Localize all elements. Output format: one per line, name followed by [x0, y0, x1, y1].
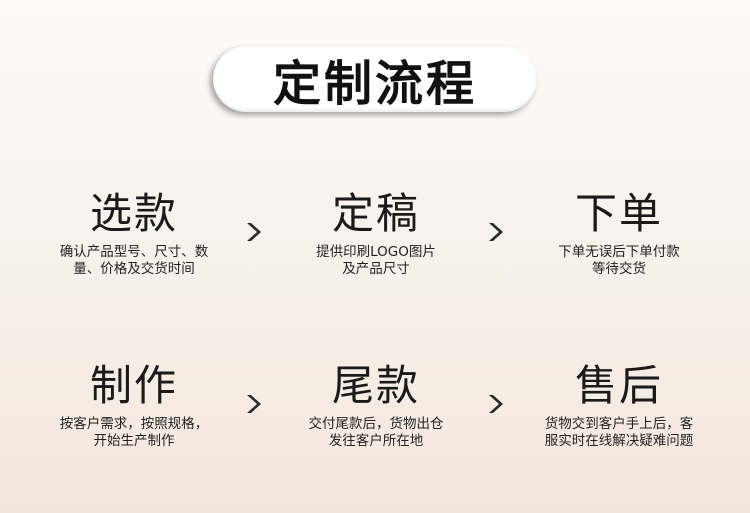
step-description-line: 下单无误后下单付款 [558, 244, 680, 260]
step-title: 下单 [574, 189, 663, 238]
step-description-line: 按客户需求，按照规格， [59, 416, 209, 432]
step-title: 制作 [89, 361, 178, 410]
title-banner: 定制流程 [213, 46, 537, 112]
step-place-order: 下单 下单无误后下单付款 等待交货 [514, 188, 724, 278]
step-title: 定稿 [331, 189, 420, 238]
step-description: 按客户需求，按照规格， 开始生产制作 [29, 416, 239, 450]
step-title: 尾款 [331, 361, 420, 410]
step-description: 下单无误后下单付款 等待交货 [514, 244, 724, 278]
step-production: 制作 按客户需求，按照规格， 开始生产制作 [29, 360, 239, 450]
step-final-payment: 尾款 交付尾款后，货物出仓 发往客户所在地 [271, 360, 481, 450]
step-description-line: 及产品尺寸 [342, 261, 410, 277]
step-description: 货物交到客户手上后，客 服实时在线解决疑难问题 [514, 416, 724, 450]
step-description: 提供印刷LOGO图片 及产品尺寸 [271, 244, 481, 278]
step-after-sales: 售后 货物交到客户手上后，客 服实时在线解决疑难问题 [514, 360, 724, 450]
step-description-line: 等待交货 [592, 261, 646, 277]
chevron-right-icon [484, 392, 508, 416]
step-description-line: 确认产品型号、尺寸、数 [59, 244, 209, 260]
step-description-line: 量、价格及交货时间 [73, 261, 195, 277]
chevron-right-icon [242, 220, 266, 244]
step-description-line: 交付尾款后，货物出仓 [308, 416, 444, 432]
step-title: 选款 [89, 189, 178, 238]
step-description: 确认产品型号、尺寸、数 量、价格及交货时间 [29, 244, 239, 278]
chevron-right-icon [484, 220, 508, 244]
step-description-line: 发往客户所在地 [328, 433, 424, 449]
chevron-right-icon [242, 392, 266, 416]
step-description-line: 提供印刷LOGO图片 [316, 244, 436, 260]
step-description-line: 开始生产制作 [93, 433, 175, 449]
step-description-line: 货物交到客户手上后，客 [544, 416, 694, 432]
step-description: 交付尾款后，货物出仓 发往客户所在地 [271, 416, 481, 450]
step-finalize-design: 定稿 提供印刷LOGO图片 及产品尺寸 [271, 188, 481, 278]
page-title: 定制流程 [272, 56, 477, 112]
step-title: 售后 [574, 361, 663, 410]
step-select-style: 选款 确认产品型号、尺寸、数 量、价格及交货时间 [29, 188, 239, 278]
step-description-line: 服实时在线解决疑难问题 [544, 433, 694, 449]
